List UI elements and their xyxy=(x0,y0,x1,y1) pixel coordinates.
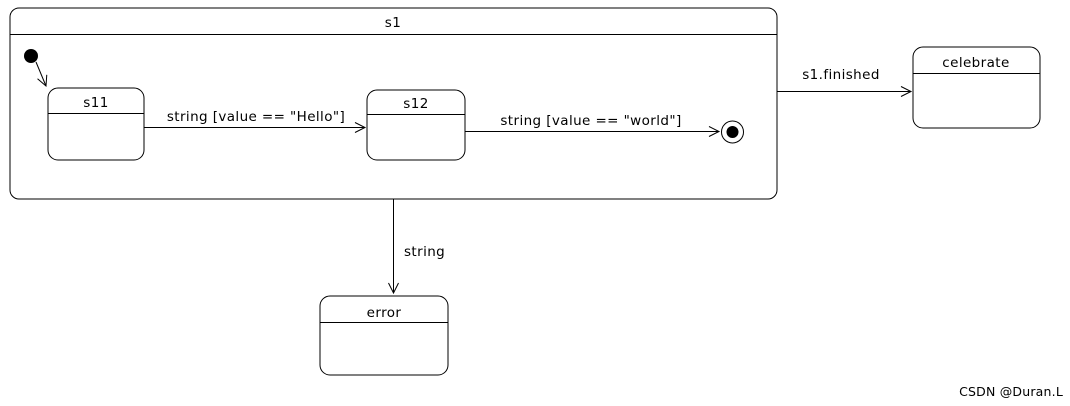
state-celebrate-label: celebrate xyxy=(942,55,1009,71)
state-celebrate[interactable]: celebrate xyxy=(912,46,1041,129)
state-s11[interactable]: s11 xyxy=(47,87,145,161)
transition-s1-to-error[interactable]: string xyxy=(388,199,446,295)
watermark-text: CSDN @Duran.L xyxy=(959,384,1063,399)
state-error[interactable]: error xyxy=(319,295,449,376)
state-s12[interactable]: s12 xyxy=(366,89,466,161)
state-celebrate-body[interactable] xyxy=(912,46,1041,129)
state-s11-body[interactable] xyxy=(47,87,145,161)
transition-s1-to-error-label: string xyxy=(404,244,445,260)
final-pseudostate-inner-dot xyxy=(726,126,739,138)
initial-pseudostate[interactable] xyxy=(24,49,38,63)
transition-s11-to-s12-label: string [value == "Hello"] xyxy=(167,109,345,125)
transition-s1-to-celebrate-label: s1.finished xyxy=(802,67,880,83)
state-error-label: error xyxy=(367,305,402,321)
transition-initial-to-s11[interactable] xyxy=(35,61,48,88)
transition-s1-to-celebrate[interactable]: s1.finished xyxy=(777,67,913,97)
final-pseudostate[interactable] xyxy=(721,120,744,144)
transition-s12-to-final-label: string [value == "world"] xyxy=(500,113,681,129)
composite-state-s1-label: s1 xyxy=(385,15,401,31)
transition-s11-to-s12[interactable]: string [value == "Hello"] xyxy=(144,109,367,133)
state-s12-label: s12 xyxy=(403,96,428,112)
state-s12-body[interactable] xyxy=(366,89,466,161)
transition-s12-to-final[interactable]: string [value == "world"] xyxy=(465,113,721,137)
state-s11-label: s11 xyxy=(83,95,108,111)
state-error-body[interactable] xyxy=(319,295,449,376)
